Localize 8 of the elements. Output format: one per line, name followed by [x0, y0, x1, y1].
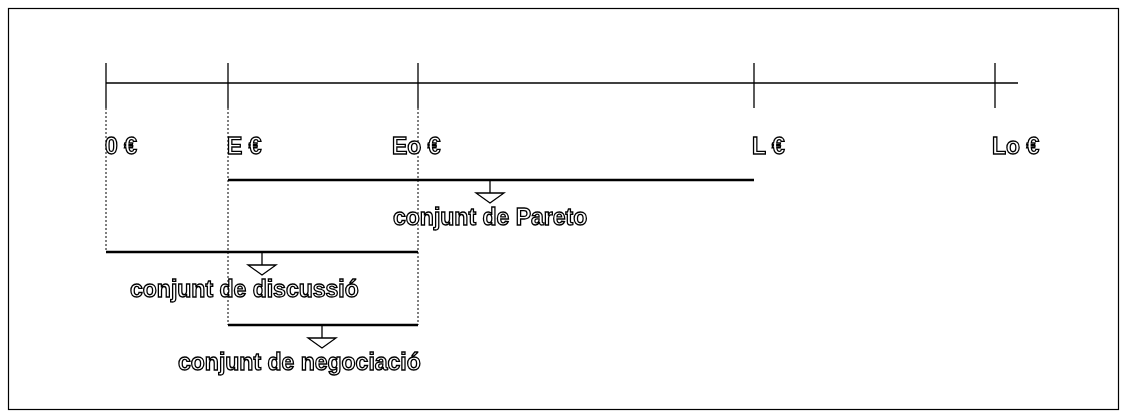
axis-label: E €: [227, 133, 262, 159]
bracket-label: conjunt de Pareto: [393, 204, 588, 230]
bracket-label: conjunt de discussió: [130, 276, 359, 302]
bracket-label: conjunt de negociació: [178, 349, 421, 375]
axis-label: 0 €: [105, 133, 137, 159]
axis-label: Eo €: [392, 133, 441, 159]
axis-label: Lo €: [992, 133, 1040, 159]
axis-label: L €: [752, 133, 785, 159]
